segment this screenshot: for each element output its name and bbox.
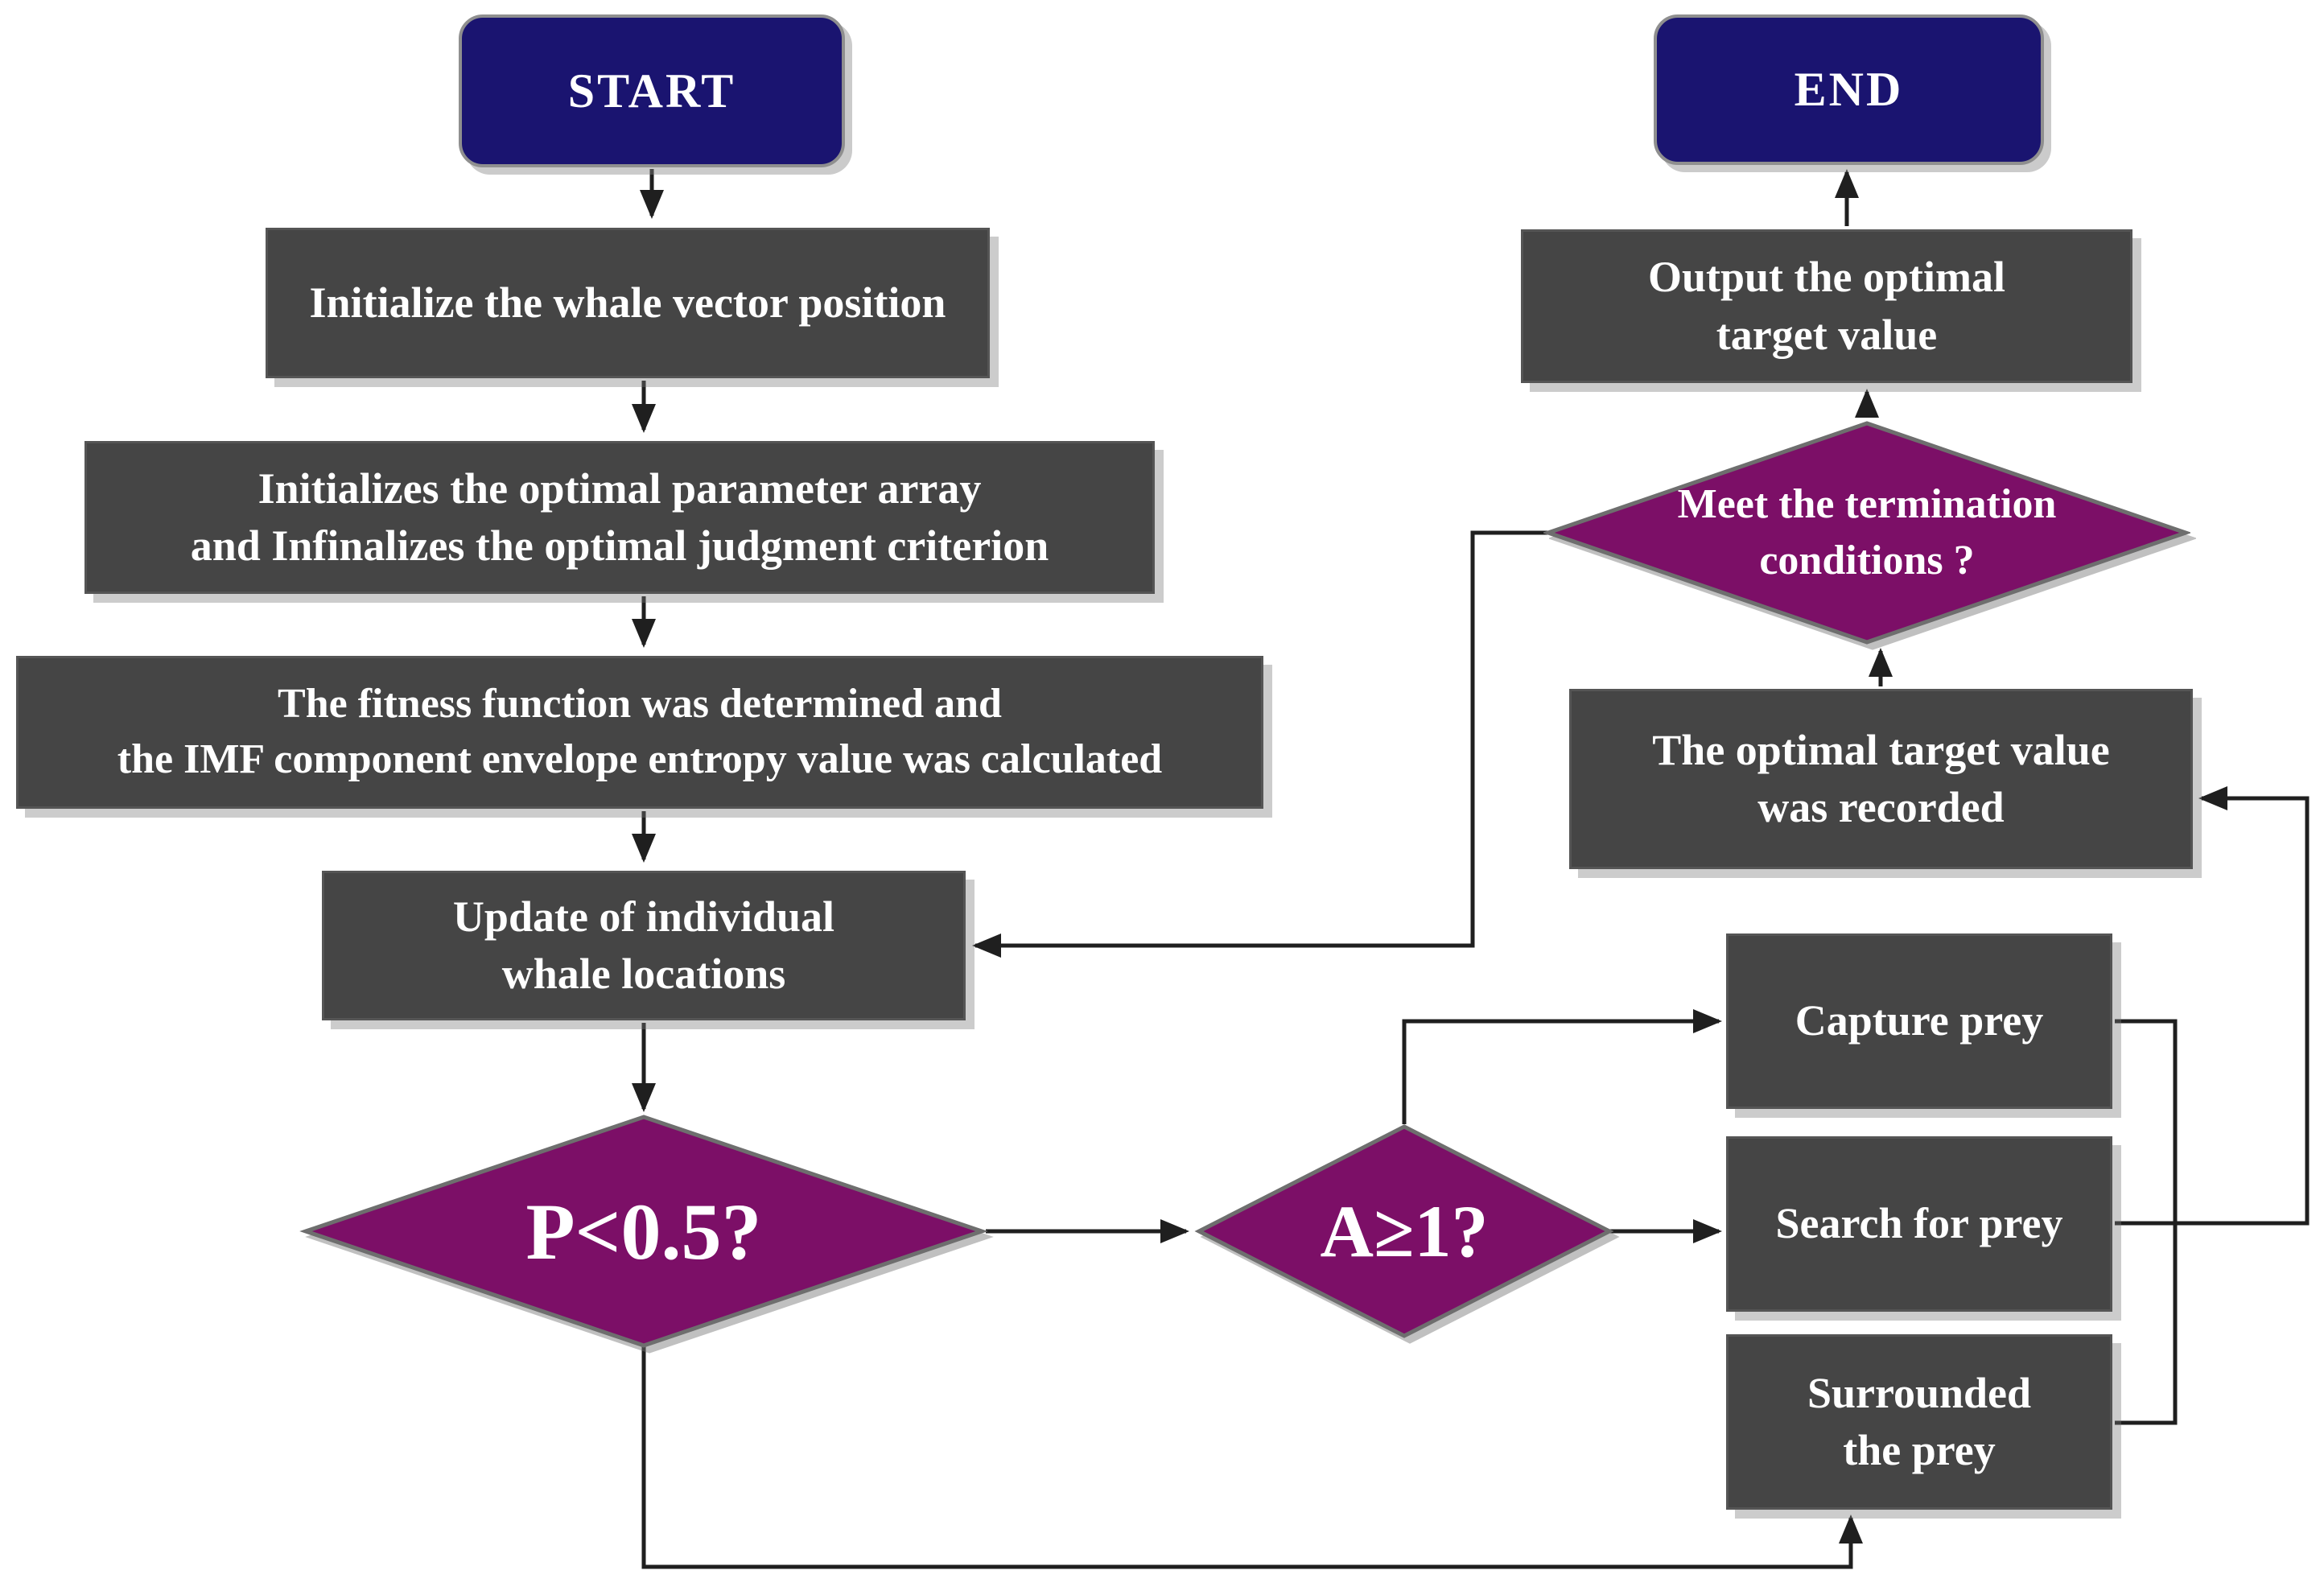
node-update-whale-locations-label: Update of individual whale locations (452, 892, 835, 998)
node-capture-prey: Capture prey (1726, 934, 2112, 1109)
node-update-whale-locations: Update of individual whale locations (322, 871, 966, 1020)
node-p-decision: P<0.5? (298, 1109, 990, 1354)
node-initialize-parameters: Initializes the optimal parameter array … (84, 441, 1155, 594)
node-output-optimal-value-label: Output the optimal target value (1647, 253, 2006, 359)
node-optimal-value-recorded: The optimal target value was recorded (1569, 689, 2193, 869)
termination-diamond-shape (1543, 421, 2190, 645)
node-surrounded-the-prey-label: Surrounded the prey (1807, 1368, 2032, 1474)
node-p-decision-label: P<0.5? (525, 1186, 762, 1276)
node-start: START (459, 14, 845, 167)
node-fitness-function-label: The fitness function was determined and … (117, 681, 1163, 782)
node-capture-prey-label: Capture prey (1795, 996, 2044, 1045)
node-search-for-prey: Search for prey (1726, 1136, 2112, 1312)
a-decision-diamond-shape (1194, 1124, 1614, 1338)
node-termination-decision-label: Meet the termination conditions ? (1677, 480, 2057, 583)
node-a-decision: A≥1? (1193, 1121, 1615, 1342)
node-output-optimal-value: Output the optimal target value (1521, 229, 2132, 383)
node-initialize-position-label: Initialize the whale vector position (309, 278, 946, 327)
arrow-termination-no-loop (972, 530, 1551, 958)
node-start-label: START (567, 64, 736, 117)
node-optimal-value-recorded-label: The optimal target value was recorded (1652, 725, 2110, 831)
arrow-merge-to-recorded (2115, 786, 2310, 1226)
node-a-decision-label: A≥1? (1320, 1190, 1489, 1272)
node-end: END (1654, 14, 2044, 165)
node-search-for-prey-label: Search for prey (1775, 1199, 2063, 1248)
node-initialize-parameters-label: Initializes the optimal parameter array … (190, 464, 1049, 570)
p-decision-diamond-shape (299, 1115, 988, 1348)
node-end-label: END (1794, 63, 1904, 116)
arrow-adecision-to-capture (1402, 1009, 1722, 1124)
node-initialize-position: Initialize the whale vector position (266, 228, 990, 378)
arrow-pdecision-to-surrounded (641, 1346, 1863, 1569)
node-surrounded-the-prey: Surrounded the prey (1726, 1334, 2112, 1510)
node-termination-decision: Meet the termination conditions ? (1543, 418, 2190, 647)
node-fitness-function: The fitness function was determined and … (16, 656, 1263, 809)
